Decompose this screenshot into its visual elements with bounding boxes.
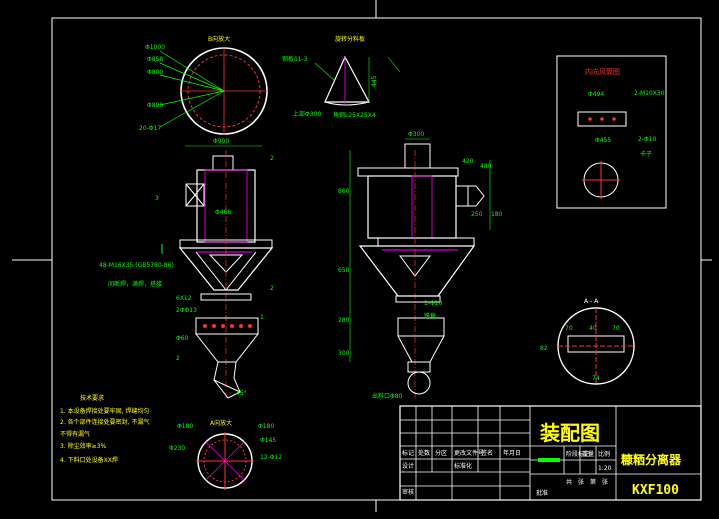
tb-row-4: 批准: [536, 489, 548, 497]
product-name: 糠粞分离器: [620, 452, 682, 467]
tech-note-3: 不得有漏气: [60, 430, 90, 438]
left-d468: Φ468: [215, 209, 231, 216]
left-w1: 6X12: [176, 295, 192, 302]
sr-e: 卡子: [640, 150, 652, 158]
sr-b: Φ455: [595, 137, 611, 144]
side-ring-view: 内向风筒图 Φ494 Φ455 2-M10X30 2-Φ10 卡子: [556, 55, 667, 209]
tb-stage-1: 重量: [582, 450, 594, 458]
sr-c: 2-M10X30: [634, 90, 665, 97]
top-ring-view: B向放大 Φ1000 Φ858 Φ800 Φ890 20-Φ17: [139, 35, 268, 135]
right-280: 280: [338, 317, 350, 324]
left-top-width: Φ900: [213, 138, 229, 145]
left-w3: Φ60: [176, 335, 189, 342]
right-180: 180: [491, 211, 503, 218]
tech-note-5: 4. 下料口处设备XX焊: [60, 456, 118, 464]
right-480: 480: [480, 163, 492, 170]
sec-d: 82: [540, 345, 548, 352]
cone-height: 445: [371, 75, 378, 87]
sec-a: 70: [565, 325, 573, 332]
product-code: KXF100: [632, 483, 679, 498]
tb-sheet-1: 张: [578, 478, 584, 486]
tb-header-2: 分区: [435, 449, 447, 457]
br-c: Φ180: [258, 423, 274, 430]
tb-sheet-0: 共: [566, 478, 572, 486]
tb-header-4: 签名: [481, 449, 493, 457]
br-b: Φ230: [169, 445, 185, 452]
cone-note-b: 上部Φ300: [293, 110, 321, 118]
bottom-ring-view: A向放大 Φ180 Φ230 Φ180 Φ145 12-Φ12: [169, 419, 282, 490]
right-elevation: Φ300 420 480 250 180 860 650 280 300 1-Φ…: [338, 131, 503, 400]
dim-holes1: 20-Φ17: [139, 125, 161, 132]
left-part-2c: 2: [176, 355, 180, 362]
tb-sheet-2: 第: [590, 478, 596, 486]
section-view: A - A 70 40 70 82 74: [540, 298, 635, 385]
dim-d800: Φ800: [147, 69, 163, 76]
left-part-1: 1: [260, 314, 264, 321]
cone-note-a: 钢板δ1-3: [282, 55, 308, 63]
tb-header-1: 处数: [418, 449, 430, 457]
tb-scale: 1:20: [598, 465, 612, 472]
left-weld-note: 间断焊，满焊，搭接: [108, 280, 162, 288]
right-top: Φ300: [408, 131, 424, 138]
sr-a: Φ494: [588, 91, 604, 98]
right-860: 860: [338, 188, 350, 195]
tech-note-1: 1. 本设备焊接处要牢固, 焊缝均匀: [60, 407, 149, 415]
left-part-2b: 2: [270, 285, 274, 292]
section-title: A - A: [584, 298, 599, 305]
tb-sheet-3: 张: [602, 478, 608, 486]
right-300: 300: [338, 350, 350, 357]
cone-title: 旋转分料板: [335, 35, 365, 43]
right-420: 420: [462, 158, 474, 165]
tb-stage-0: 阶段标记: [566, 450, 590, 458]
left-part-2a: 2: [270, 155, 274, 162]
tb-header-5: 年月日: [503, 449, 521, 457]
dim-d1000: Φ1000: [145, 44, 165, 51]
tb-row-0: 设计: [402, 462, 414, 470]
right-note: 1-Φ10: [424, 300, 443, 307]
tech-note-2: 2. 各个部件连接处要密封, 不漏气: [60, 418, 149, 426]
right-dim: 锥角: [424, 312, 436, 320]
dim-d858: Φ858: [147, 56, 163, 63]
sec-c: 70: [612, 325, 620, 332]
right-650: 650: [338, 267, 350, 274]
left-part-3: 3: [155, 195, 159, 202]
left-bolts: 48-M16X35 (GB5780-86): [99, 262, 174, 269]
sec-b: 40: [589, 325, 597, 332]
br-a: Φ180: [177, 423, 193, 430]
tb-header-3: 更改文件号: [454, 449, 484, 457]
left-elevation: Φ900 45° 3 2 2 1 Φ468 48-M16X35 (GB5780-…: [99, 138, 274, 400]
tb-row-1: 审核: [402, 488, 414, 496]
br-e: 12-Φ12: [260, 454, 282, 461]
right-outlet: 出料口Φ80: [372, 392, 403, 400]
title-block-text: 装配图 糠粞分离器 KXF100 标记 处数 分区 更改文件号 签名 年月日 设…: [402, 421, 682, 498]
tb-stage-2: 比例: [598, 450, 610, 458]
tb-row-3: 标准化: [454, 462, 472, 470]
title-block: [399, 405, 702, 501]
cone-view: 旋转分料板 445 钢板δ1-3 上部Φ300 角钢L25X25X4: [282, 35, 401, 119]
tech-note-4: 3. 除尘效率≥3%: [60, 442, 106, 450]
left-w2: 2ΦΦ13: [176, 307, 197, 314]
dim-d890: Φ890: [147, 102, 163, 109]
br-d: Φ145: [260, 437, 276, 444]
bottom-ring-title: A向放大: [210, 419, 232, 427]
left-angle: 45°: [236, 390, 247, 397]
drawing-frame: [12, 0, 712, 512]
tech-notes-title: 技术要求: [80, 394, 104, 402]
cone-note-c: 角钢L25X25X4: [333, 111, 376, 119]
tb-header-0: 标记: [402, 449, 414, 457]
right-250: 250: [471, 211, 483, 218]
side-ring-title: 内向风筒图: [585, 67, 620, 76]
top-ring-title: B向放大: [208, 35, 230, 43]
sr-d: 2-Φ10: [638, 136, 657, 143]
tech-notes: 技术要求 1. 本设备焊接处要牢固, 焊缝均匀 2. 各个部件连接处要密封, 不…: [60, 394, 149, 464]
drawing-name: 装配图: [539, 421, 600, 445]
sec-e: 74: [592, 375, 600, 382]
